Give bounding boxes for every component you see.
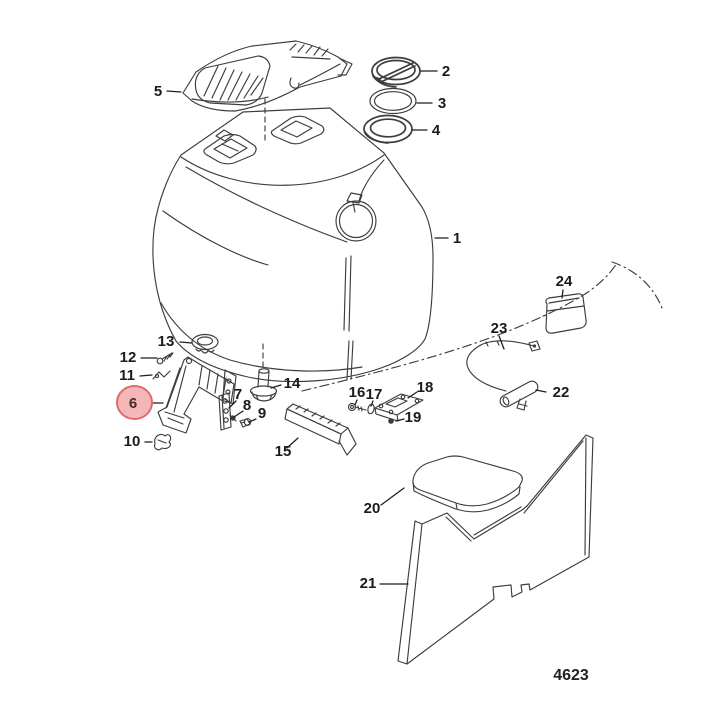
part-label-6[interactable]: 6 [129, 395, 137, 412]
part-label-23: 23 [491, 320, 508, 337]
part-22-cylinder [499, 380, 539, 411]
reference-arc [611, 261, 663, 309]
part-2-cap [371, 56, 421, 88]
part-23-cable [466, 340, 541, 392]
part-label-10: 10 [124, 433, 141, 450]
cowl-emblem [335, 192, 377, 242]
part-label-17: 17 [366, 386, 383, 403]
part-label-24: 24 [556, 273, 573, 290]
part-label-13: 13 [158, 333, 175, 350]
part-24-box [542, 293, 587, 334]
part-14-screw [249, 368, 278, 402]
part-20-pad [412, 455, 523, 513]
logo-hatching [289, 43, 331, 60]
part-label-14: 14 [284, 375, 301, 392]
latch-hook [289, 77, 300, 89]
figure-number: 4623 [553, 667, 589, 684]
part-label-3: 3 [438, 95, 446, 112]
highlight-ellipse[interactable] [116, 385, 153, 420]
part-label-2: 2 [442, 63, 450, 80]
highlight-part-6[interactable]: 6 [116, 385, 153, 420]
part-11-clip [152, 370, 171, 380]
vent-grille [203, 65, 264, 101]
part-16-bolt [347, 402, 367, 412]
leader-lines [139, 70, 564, 585]
cowl-top-recess-left [203, 129, 257, 165]
part-label-4: 4 [432, 122, 441, 139]
part-21-panel [397, 434, 594, 665]
part-4-seal-ring [363, 114, 413, 144]
part-6-bracket [157, 356, 237, 434]
part-labels: 1 2 3 4 5 7 8 9 10 11 12 13 14 15 16 17 … [119, 63, 573, 592]
part-label-9: 9 [258, 405, 266, 422]
part-10-clip [153, 433, 172, 451]
part-label-19: 19 [405, 409, 422, 426]
part-label-8: 8 [243, 397, 251, 414]
part-19-screw [388, 418, 394, 424]
part-label-11: 11 [119, 367, 135, 384]
part-18-bracket-plate [374, 393, 424, 422]
part-7-plate [218, 392, 232, 431]
part-12-screw [156, 352, 174, 365]
part-13-grommet [191, 333, 219, 354]
part-label-15: 15 [275, 443, 292, 460]
part-label-1: 1 [453, 230, 461, 247]
part-label-20: 20 [364, 500, 381, 517]
part-label-18: 18 [417, 379, 434, 396]
part-3-seal-ring [369, 87, 417, 115]
part-label-22: 22 [553, 384, 570, 401]
reference-curve [301, 262, 618, 392]
cowl-top-recess-right [270, 115, 325, 145]
part-9-bolt [239, 418, 252, 428]
part-label-12: 12 [120, 349, 137, 366]
part-15-plate [284, 403, 357, 456]
part-1-cowl [152, 107, 434, 383]
part-label-21: 21 [360, 575, 377, 592]
part-label-16: 16 [349, 384, 366, 401]
part-5-top-cover [182, 40, 353, 112]
part-label-7: 7 [234, 386, 242, 403]
part-label-5: 5 [154, 83, 162, 100]
